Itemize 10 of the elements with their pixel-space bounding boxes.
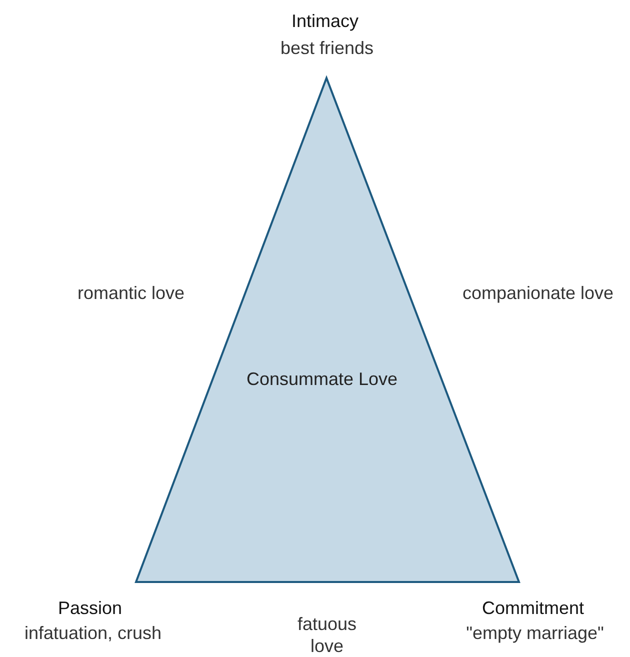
example-label: infatuation, crush	[24, 622, 162, 644]
side-label: companionate love	[462, 282, 614, 304]
example-label: "empty marriage"	[466, 622, 604, 644]
side-label: fatuous love	[296, 613, 358, 657]
example-label: best friends	[280, 37, 374, 59]
side-label: romantic love	[77, 282, 185, 304]
center-label: Consummate Love	[246, 368, 398, 390]
vertex-label: Commitment	[482, 597, 584, 619]
vertex-label: Passion	[58, 597, 122, 619]
vertex-label: Intimacy	[291, 10, 359, 32]
